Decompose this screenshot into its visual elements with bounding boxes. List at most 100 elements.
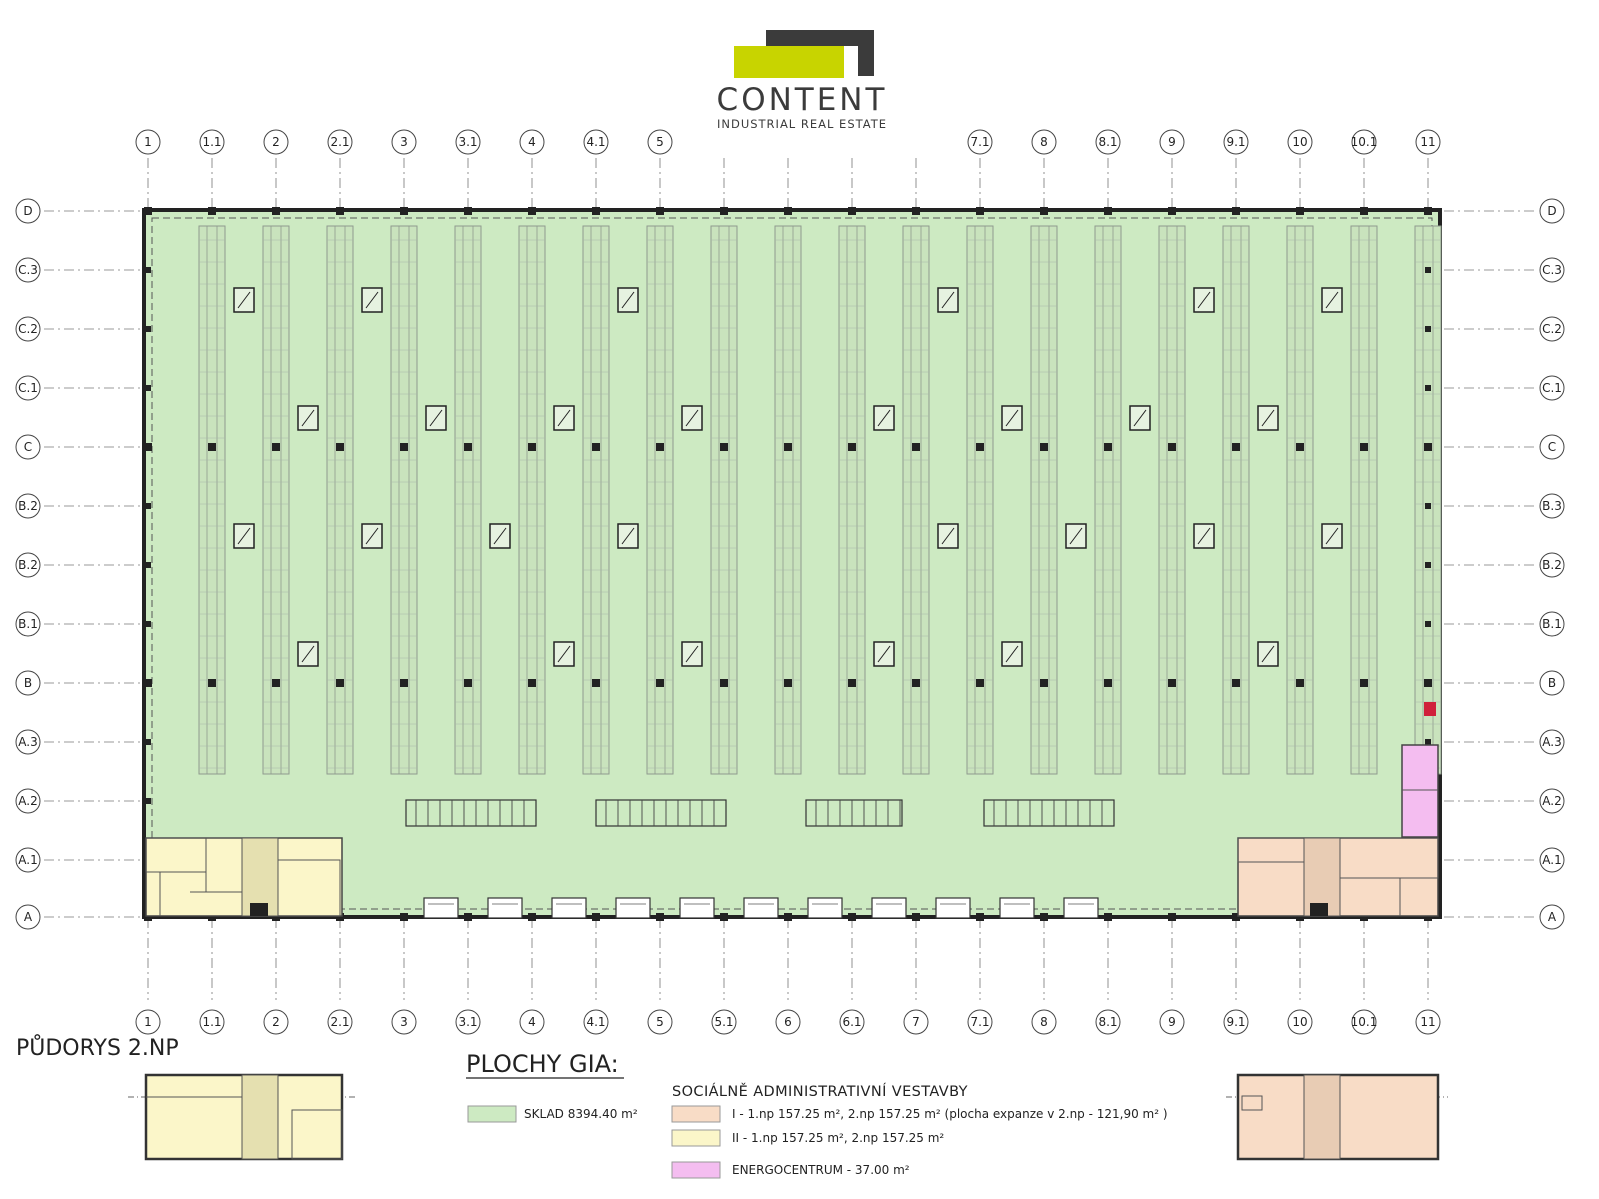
column-pillar <box>145 739 151 745</box>
skylight-diagonal <box>301 645 315 663</box>
column-pillar <box>1040 913 1048 921</box>
grid-label-bottom: 1.1 <box>202 1015 221 1029</box>
grid-bubble-top <box>1031 129 1057 155</box>
skylight-diagonal <box>1005 409 1019 427</box>
thumb-left-stairs <box>241 1074 279 1160</box>
energy-centre <box>1401 702 1439 838</box>
column-pillar <box>1425 385 1431 391</box>
thumb-left-room <box>291 1109 343 1160</box>
rack-row <box>1030 225 1058 775</box>
grid-label-right: A.3 <box>1542 735 1561 749</box>
column-pillar <box>1424 913 1432 921</box>
grid-bubble-top <box>583 129 609 155</box>
grid-label-top: 8.1 <box>1098 135 1117 149</box>
column-pillar <box>1104 679 1112 687</box>
grid-label-top: 5 <box>656 135 664 149</box>
rack-row <box>1158 225 1186 775</box>
grid-label-bottom: 9.1 <box>1226 1015 1245 1029</box>
skylight-diagonal <box>621 291 635 309</box>
grid-bubble-top <box>1223 129 1249 155</box>
column-pillar <box>656 207 664 215</box>
column-pillar <box>145 503 151 509</box>
column-pillar <box>464 443 472 451</box>
rack-row <box>454 225 482 775</box>
skylight-diagonal <box>1261 645 1275 663</box>
leveller-row <box>595 799 727 827</box>
column-pillar <box>1040 207 1048 215</box>
grid-bubble-top <box>1415 129 1441 155</box>
column-pillar <box>1040 443 1048 451</box>
grid-label-left: B <box>24 676 32 690</box>
grid-label-left: A.2 <box>18 794 37 808</box>
column-pillar <box>144 679 152 687</box>
column-pillar <box>848 913 856 921</box>
column-pillar <box>1296 443 1304 451</box>
rack-row <box>966 225 994 775</box>
column-pillar <box>145 267 151 273</box>
sprinkler-valve-icon <box>1424 702 1436 716</box>
grid-bubble-left <box>15 198 41 224</box>
loading-dock-door <box>551 897 587 919</box>
column-pillar <box>1360 679 1368 687</box>
legend-label-office-II: II - 1.np 157.25 m², 2.np 157.25 m² <box>732 1131 944 1145</box>
grid-bubble-bottom <box>967 1009 993 1035</box>
column-pillar <box>400 443 408 451</box>
grid-bubble-left <box>15 729 41 755</box>
skylights <box>233 287 1343 667</box>
legend-swatch-office-I <box>671 1105 721 1123</box>
grid-label-bottom: 5.1 <box>714 1015 733 1029</box>
grid-label-bottom: 6 <box>784 1015 792 1029</box>
column-pillar <box>144 443 152 451</box>
loading-dock-door <box>935 897 971 919</box>
legend-swatch-sklad <box>467 1105 517 1123</box>
rack-row <box>262 225 290 775</box>
grid-bubble-right <box>1539 847 1565 873</box>
grid-label-right: A.1 <box>1542 853 1561 867</box>
rack-row <box>390 225 418 775</box>
grid-bubble-bottom <box>583 1009 609 1035</box>
column-pillar <box>336 913 344 921</box>
legend-label-sklad: SKLAD 8394.40 m² <box>524 1107 638 1121</box>
grid-label-top: 3 <box>400 135 408 149</box>
column-pillar <box>400 207 408 215</box>
grid-label-top: 1 <box>144 135 152 149</box>
grid-bubble-bottom <box>1287 1009 1313 1035</box>
column-pillar <box>1168 207 1176 215</box>
loading-dock-door <box>423 897 459 919</box>
column-pillar <box>1040 679 1048 687</box>
column-pillar <box>784 443 792 451</box>
grid-label-top: 9 <box>1168 135 1176 149</box>
column-pillar <box>976 913 984 921</box>
column-pillar <box>1232 443 1240 451</box>
grid-label-bottom: 9 <box>1168 1015 1176 1029</box>
skylight-diagonal <box>365 291 379 309</box>
grid-bubble-bottom <box>711 1009 737 1035</box>
grid-bubble-right <box>1539 198 1565 224</box>
skylight-diagonal <box>685 409 699 427</box>
column-pillar <box>592 443 600 451</box>
grid-label-left: B.1 <box>18 617 38 631</box>
dock-leveller-rows <box>405 799 1115 827</box>
rack-row <box>838 225 866 775</box>
rack-row <box>710 225 738 775</box>
grid-bubble-right <box>1539 729 1565 755</box>
grid-label-bottom: 8 <box>1040 1015 1048 1029</box>
column-pillar <box>848 679 856 687</box>
grid-bubble-top <box>647 129 673 155</box>
grid-label-bottom: 3.1 <box>458 1015 477 1029</box>
skylight-diagonal <box>941 527 955 545</box>
skylight-diagonal <box>493 527 507 545</box>
column-pillar <box>784 207 792 215</box>
grid-bubble-right <box>1539 375 1565 401</box>
grid-label-right: B.3 <box>1542 499 1562 513</box>
column-pillar <box>912 913 920 921</box>
column-pillar <box>528 207 536 215</box>
storage-racks <box>198 225 1442 775</box>
column-pillar <box>528 443 536 451</box>
grid-label-left: A.3 <box>18 735 37 749</box>
rack-row <box>1286 225 1314 775</box>
grid-label-right: C.2 <box>1542 322 1562 336</box>
rack-row <box>902 225 930 775</box>
column-pillar <box>145 621 151 627</box>
